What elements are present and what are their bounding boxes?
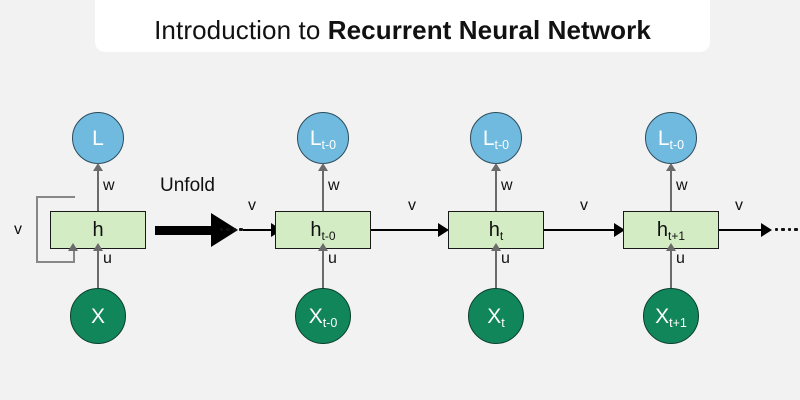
step2-hidden-label: ht xyxy=(488,219,504,243)
step3-recurrent-edge xyxy=(719,228,763,232)
title-card: Introduction to Recurrent Neural Network xyxy=(95,0,710,52)
step3-w-arrowhead xyxy=(665,163,676,171)
incoming-edge xyxy=(243,228,273,232)
step2-input-label: Xt xyxy=(487,304,505,330)
step2-loss-label: Lt-0 xyxy=(482,126,510,152)
step1-w-label: w xyxy=(328,177,340,194)
right-ellipsis xyxy=(775,228,798,232)
step2-input-node: Xt xyxy=(468,288,524,344)
step2-w-label: w xyxy=(501,177,513,194)
step1-u-arrowhead xyxy=(317,243,328,251)
step2-u-label: u xyxy=(501,250,510,267)
step1-hidden-box: ht-0 xyxy=(275,211,371,249)
folded-input-node: X xyxy=(70,288,126,344)
page-title-strong: Recurrent Neural Network xyxy=(327,15,651,45)
step1-loss-node: Lt-0 xyxy=(297,112,349,164)
step1-u-label: u xyxy=(328,250,337,267)
step2-loss-node: Lt-0 xyxy=(470,112,522,164)
step2-hidden-box: ht xyxy=(448,211,544,249)
step3-recurrent-arrowhead xyxy=(761,223,772,237)
step3-w-edge xyxy=(669,168,673,212)
loop-bottom-segment xyxy=(36,260,75,263)
loop-top-segment xyxy=(36,196,75,199)
folded-u-edge xyxy=(96,248,100,292)
folded-input-label: X xyxy=(90,304,105,328)
loop-return-segment xyxy=(72,248,75,262)
loop-left-segment xyxy=(36,196,39,263)
step2-u-edge xyxy=(494,248,498,292)
step3-recurrent-label: v xyxy=(735,197,743,214)
step2-w-arrowhead xyxy=(490,163,501,171)
step1-w-edge xyxy=(321,168,325,212)
page-title-prefix: Introduction to xyxy=(154,15,328,45)
left-ellipsis xyxy=(220,228,243,232)
page-title: Introduction to Recurrent Neural Network xyxy=(154,15,651,46)
step1-hidden-label: ht-0 xyxy=(310,219,336,243)
step3-loss-node: Lt-0 xyxy=(645,112,697,164)
step3-hidden-box: ht+1 xyxy=(623,211,719,249)
folded-w-arrowhead xyxy=(92,163,103,171)
step1-input-node: Xt-0 xyxy=(295,288,351,344)
folded-w-edge xyxy=(96,168,100,212)
unfold-arrow-shaft xyxy=(155,225,212,235)
incoming-recurrent-label: v xyxy=(248,197,256,214)
step1-loss-label: Lt-0 xyxy=(309,126,337,152)
step3-u-edge xyxy=(669,248,673,292)
step1-w-arrowhead xyxy=(317,163,328,171)
folded-recurrent-label: v xyxy=(14,221,22,238)
step3-u-label: u xyxy=(676,250,685,267)
step2-w-edge xyxy=(494,168,498,212)
folded-w-label: w xyxy=(103,177,115,194)
folded-u-label: u xyxy=(103,250,112,267)
step1-recurrent-edge xyxy=(371,228,440,232)
folded-loss-label: L xyxy=(92,126,104,150)
step1-recurrent-label: v xyxy=(408,197,416,214)
step3-u-arrowhead xyxy=(665,243,676,251)
folded-u-arrowhead xyxy=(92,243,103,251)
step3-hidden-label: ht+1 xyxy=(656,219,686,243)
folded-loss-node: L xyxy=(72,112,124,164)
step2-recurrent-edge xyxy=(544,228,616,232)
step3-w-label: w xyxy=(676,177,688,194)
folded-hidden-label: h xyxy=(92,219,104,241)
folded-hidden-box: h xyxy=(50,211,146,249)
step2-recurrent-label: v xyxy=(580,197,588,214)
step1-u-edge xyxy=(321,248,325,292)
step3-input-label: Xt+1 xyxy=(655,304,687,330)
step3-loss-label: Lt-0 xyxy=(657,126,685,152)
step2-u-arrowhead xyxy=(490,243,501,251)
unfold-label: Unfold xyxy=(160,175,215,196)
step1-recurrent-arrowhead xyxy=(438,223,449,237)
step3-input-node: Xt+1 xyxy=(643,288,699,344)
loop-arrowhead xyxy=(68,243,79,251)
step1-input-label: Xt-0 xyxy=(308,304,338,330)
step2-recurrent-arrowhead xyxy=(614,223,625,237)
